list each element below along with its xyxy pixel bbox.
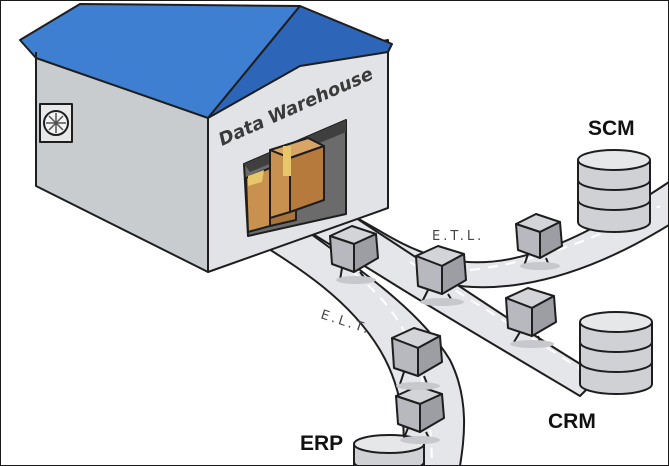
cube-center [329,225,379,281]
db-scm [577,149,651,233]
scm-label: SCM [588,117,635,140]
cube-elt-2 [395,385,445,441]
db-crm [579,311,653,395]
crm-label: CRM [548,410,596,433]
cube-elt-1 [391,327,443,387]
data-cubes [329,213,563,444]
erp-label: ERP [300,432,343,455]
etl-label: E.T.L. [432,229,484,244]
cube-etl-2 [415,245,467,305]
warehouse-roof-front [207,5,393,119]
cube-etl-1 [515,213,563,269]
crates [245,137,325,233]
